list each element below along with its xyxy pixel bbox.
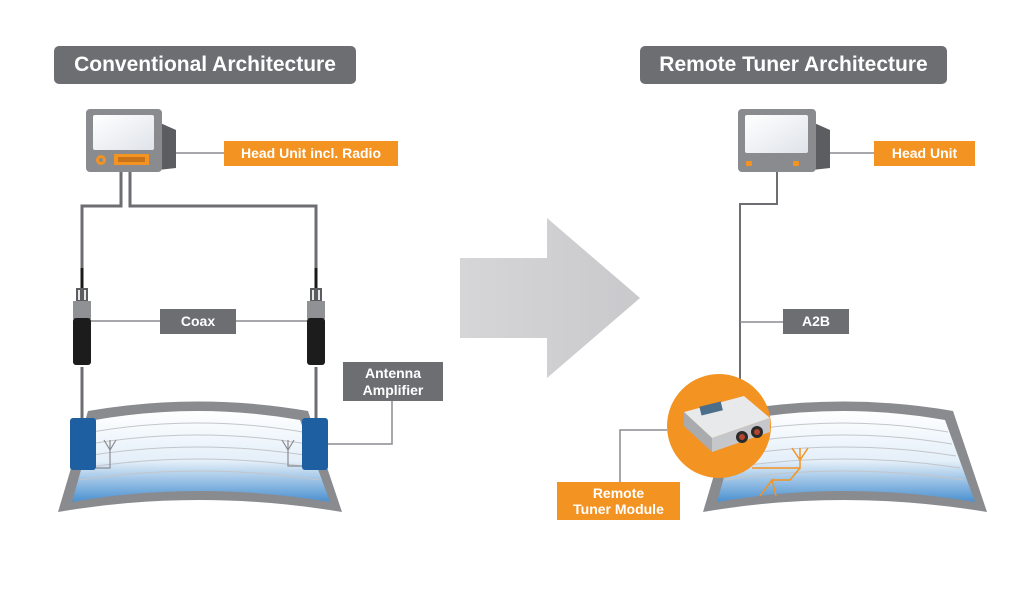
head-unit-radio-icon	[86, 109, 176, 172]
remote-tuner-architecture-title: Remote Tuner Architecture	[640, 46, 947, 84]
windshield-left-icon	[58, 401, 342, 512]
a2b-label: A2B	[783, 309, 849, 334]
head-unit-label: Head Unit	[874, 141, 975, 166]
conventional-architecture-title: Conventional Architecture	[54, 46, 356, 84]
antenna-amplifier-left-icon	[70, 418, 96, 470]
amplifier-leader-line	[328, 400, 393, 445]
coax-label: Coax	[160, 309, 236, 334]
antenna-amplifier-right-icon	[302, 418, 328, 470]
antenna-amplifier-label: Antenna Amplifier	[343, 362, 443, 401]
head-unit-radio-label: Head Unit incl. Radio	[224, 141, 398, 166]
remote-tuner-module-icon	[667, 374, 771, 478]
a2b-cable	[739, 172, 778, 385]
coax-cables	[80, 172, 318, 422]
module-leader-line	[619, 429, 667, 482]
transition-arrow-icon	[460, 218, 640, 378]
remote-tuner-module-label: Remote Tuner Module	[557, 482, 680, 520]
coax-connector-right-icon	[307, 268, 325, 365]
coax-connector-left-icon	[73, 268, 91, 365]
windshield-right-icon	[703, 401, 987, 512]
head-unit-icon	[738, 109, 830, 172]
